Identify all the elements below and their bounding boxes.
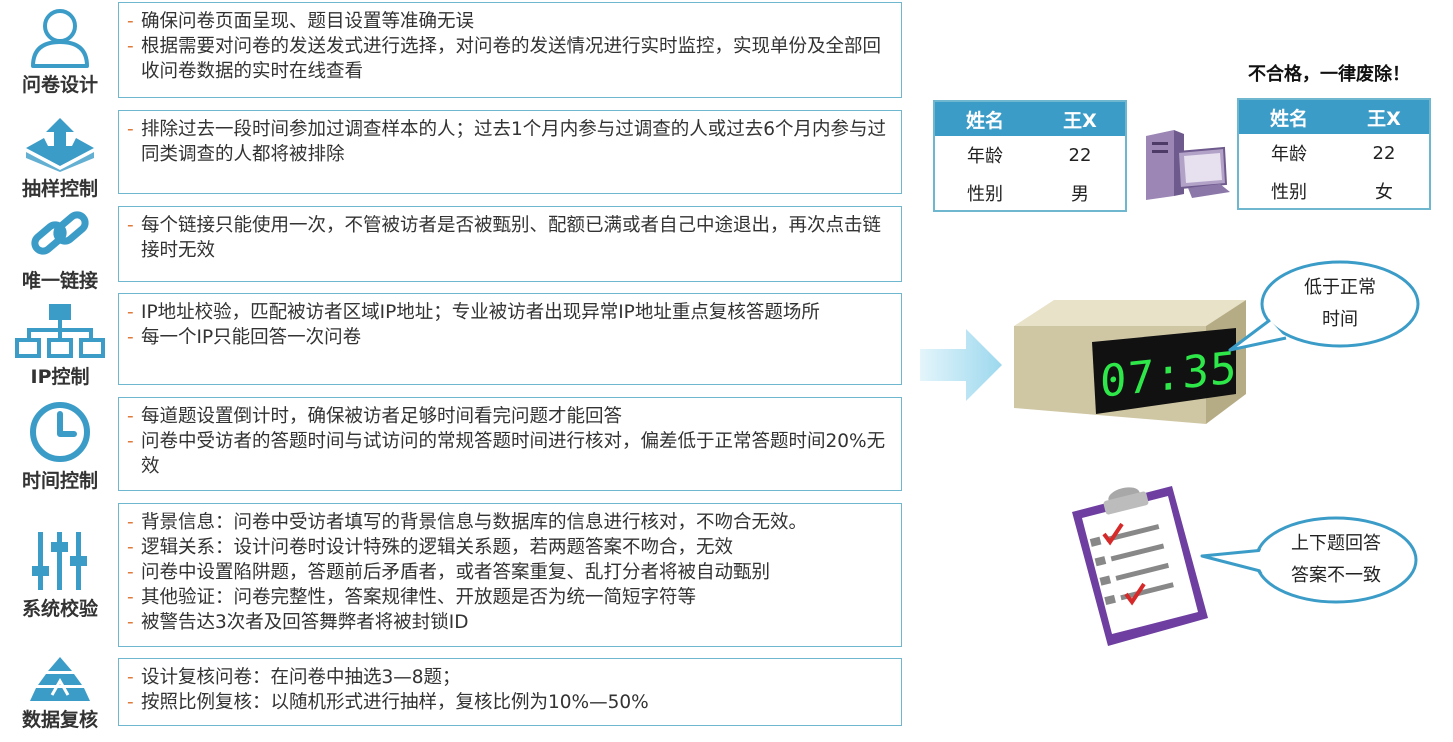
person-icon <box>31 9 89 68</box>
bullet-line: -逻辑关系：设计问卷时设计特殊的逻辑关系题，若两题答案不吻合，无效 <box>127 537 734 558</box>
bullet-line: -背景信息：问卷中受访者填写的背景信息与数据库的信息进行核对，不吻合无效。 <box>127 512 808 533</box>
right-arrow-icon <box>920 329 1002 401</box>
row-label: 数据复核 <box>21 709 98 731</box>
speech-bubble-time <box>1228 260 1420 352</box>
bullet-line: -每一个IP只能回答一次问卷 <box>127 327 362 348</box>
pyramid-icon <box>30 657 90 701</box>
row-label: 抽样控制 <box>21 178 98 200</box>
bullet-line: -每个链接只能使用一次，不管被访者是否被甄别、配额已满或者自己中途退出，再次点击… <box>127 215 882 261</box>
row-description-box: -背景信息：问卷中受访者填写的背景信息与数据库的信息进行核对，不吻合无效。 -逻… <box>118 503 902 647</box>
fail-notice: 不合格，一律废除！ <box>1248 64 1410 85</box>
bullet-line: -按照比例复核：以随机形式进行抽样，复核比例为10%—50% <box>127 692 649 713</box>
row-description-box: -每道题设置倒计时，确保被访者足够时间看完问题才能回答 -问卷中受访者的答题时间… <box>118 397 902 491</box>
bullet-line: -排除过去一段时间参加过调查样本的人；过去1个月内参与过调查的人或过去6个月内参… <box>127 119 887 165</box>
sliders-icon <box>32 532 87 590</box>
upload-tray-icon <box>26 118 94 172</box>
clock-icon <box>30 402 90 462</box>
clock-body-icon <box>1014 300 1246 424</box>
row-description-box: -设计复核问卷：在问卷中抽选3—8题； -按照比例复核：以随机形式进行抽样，复核… <box>118 658 902 726</box>
row-description-box: -确保问卷页面呈现、题目设置等准确无误 -根据需要对问卷的发送发式进行选择，对问… <box>118 2 902 98</box>
clipboard-checklist-icon <box>1072 486 1208 646</box>
card-header: 姓名王X <box>935 102 1125 136</box>
computer-icon <box>1146 130 1230 200</box>
row-description-box: -IP地址校验，匹配被访者区域IP地址；专业被访者出现异常IP地址重点复核答题场… <box>118 293 902 385</box>
bubble-time-text: 低于正常 时间 <box>1304 277 1376 330</box>
row-label: IP控制 <box>30 366 90 388</box>
card-header: 姓名王X <box>1239 100 1429 134</box>
row-label: 时间控制 <box>21 470 98 492</box>
row-label: 唯一链接 <box>21 270 98 292</box>
speech-bubble-answers <box>1200 516 1418 604</box>
bullet-line: -被警告达3次者及回答舞弊者将被封锁ID <box>127 612 469 633</box>
bullet-line: -每道题设置倒计时，确保被访者足够时间看完问题才能回答 <box>127 406 623 427</box>
chain-link-icon <box>31 211 89 255</box>
card-row: 性别女 <box>1271 182 1393 203</box>
row-description-box: -每个链接只能使用一次，不管被访者是否被甄别、配额已满或者自己中途退出，再次点击… <box>118 206 902 282</box>
bullet-line: -其他验证：问卷完整性，答案规律性、开放题是否为统一简短字符等 <box>127 587 697 608</box>
bullet-line: -确保问卷页面呈现、题目设置等准确无误 <box>127 11 475 32</box>
bullet-line: -设计复核问卷：在问卷中抽选3—8题； <box>127 667 461 688</box>
row-label: 问卷设计 <box>21 74 98 96</box>
row-description-box: -排除过去一段时间参加过调查样本的人；过去1个月内参与过调查的人或过去6个月内参… <box>118 110 902 194</box>
bullet-line: -IP地址校验，匹配被访者区域IP地址；专业被访者出现异常IP地址重点复核答题场… <box>127 302 820 323</box>
bubble-answers-text: 上下题回答 答案不一致 <box>1291 533 1381 586</box>
bullet-line: -根据需要对问卷的发送发式进行选择，对问卷的发送情况进行实时监控，实现单份及全部… <box>127 36 882 82</box>
digital-clock: 07:35 <box>1010 298 1250 428</box>
network-tree-icon <box>15 304 105 358</box>
row-label: 系统校验 <box>21 598 98 620</box>
card-row: 性别男 <box>967 184 1089 205</box>
bullet-line: -问卷中设置陷阱题，答题前后矛盾者，或者答案重复、乱打分者将被自动甄别 <box>127 562 771 583</box>
bullet-line: -问卷中受访者的答题时间与试访问的常规答题时间进行核对，偏差低于正常答题时间20… <box>127 431 886 477</box>
